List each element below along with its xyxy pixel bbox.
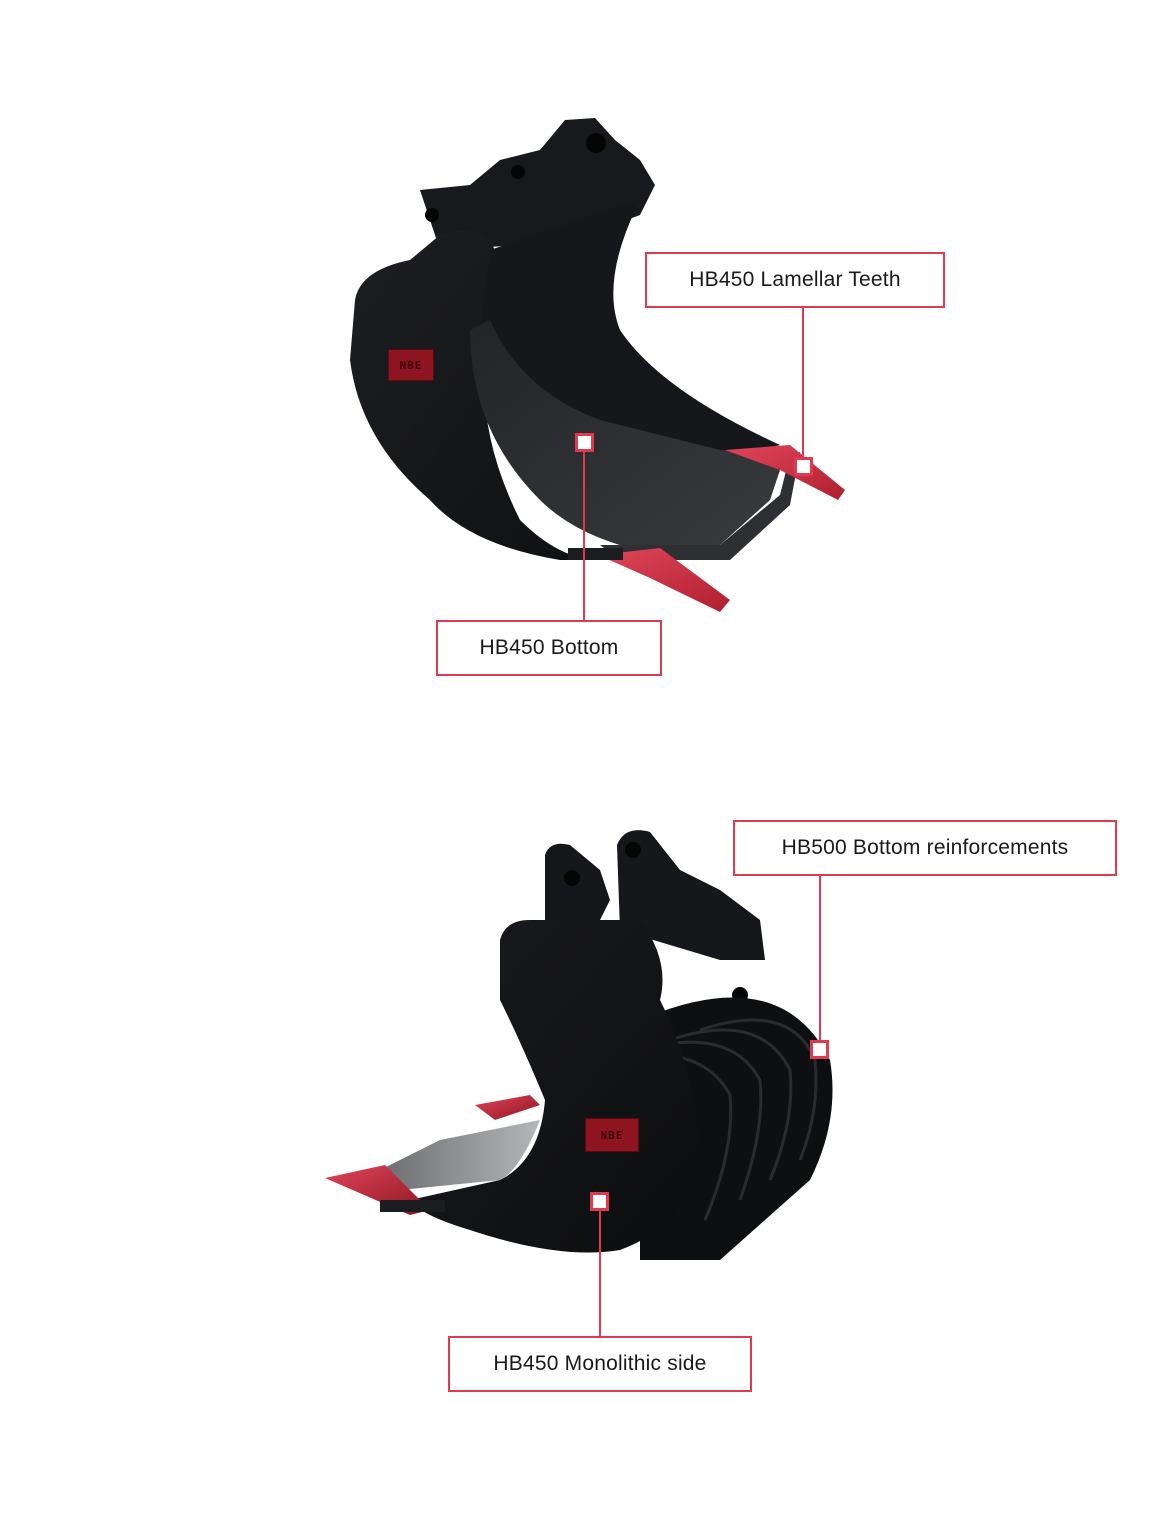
callout-text: HB450 Lamellar Teeth bbox=[689, 268, 901, 291]
brand-logo-text: NBE bbox=[600, 1128, 624, 1142]
callout-text: HB450 Bottom bbox=[479, 636, 619, 659]
callout-text: HB500 Bottom reinforcements bbox=[781, 836, 1069, 859]
reinforced-bucket-figure: NBE HB500 Bottom reinforcements HB450 Mo… bbox=[0, 760, 1168, 1522]
callout-text: HB450 Monolithic side bbox=[493, 1352, 707, 1375]
callout-marker[interactable] bbox=[575, 433, 594, 452]
callout-label-monolithic-side: HB450 Monolithic side bbox=[448, 1336, 752, 1392]
trenching-bucket-illustration bbox=[350, 118, 845, 612]
callout-leader-line bbox=[819, 875, 821, 1042]
brand-logo-text: NBE bbox=[399, 358, 423, 372]
trenching-bucket-figure: NBE HB450 Lamellar Teeth HB450 Bottom bbox=[0, 0, 1168, 760]
callout-leader-line bbox=[802, 307, 804, 459]
callout-marker[interactable] bbox=[810, 1040, 829, 1059]
callout-label-bottom: HB450 Bottom bbox=[436, 620, 662, 676]
brand-logo-plate: NBE bbox=[388, 349, 434, 381]
callout-leader-line bbox=[583, 451, 585, 621]
callout-marker[interactable] bbox=[794, 457, 813, 476]
callout-leader-line bbox=[599, 1210, 601, 1337]
callout-label-lamellar-teeth: HB450 Lamellar Teeth bbox=[645, 252, 945, 308]
reinforced-bucket-illustration bbox=[325, 830, 833, 1260]
callout-label-bottom-reinforcements: HB500 Bottom reinforcements bbox=[733, 820, 1117, 876]
callout-marker[interactable] bbox=[590, 1192, 609, 1211]
brand-logo-plate: NBE bbox=[585, 1118, 639, 1152]
